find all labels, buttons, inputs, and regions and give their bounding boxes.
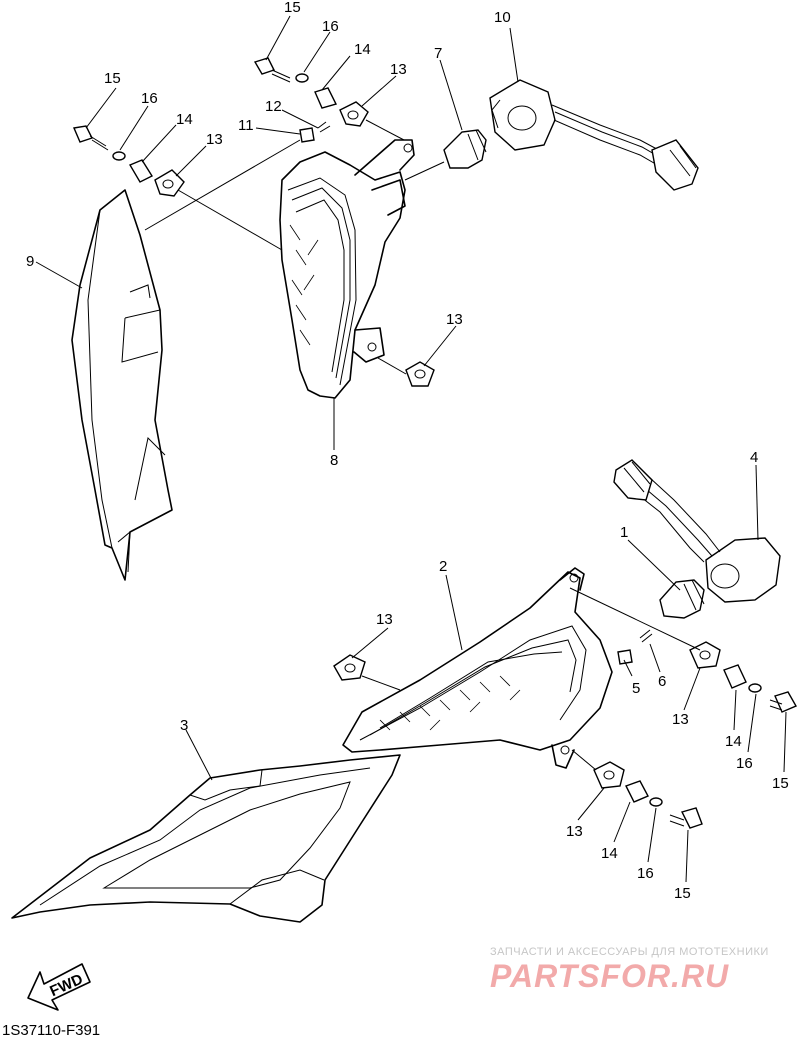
callout-13: 13 (206, 131, 223, 148)
reference-code: 1S37110-F391 (2, 1022, 101, 1039)
callout-14: 14 (601, 845, 618, 862)
callout-15: 15 (674, 885, 691, 902)
part-1-bulb (659, 579, 705, 619)
callout-13: 13 (672, 711, 689, 728)
callout-14: 14 (725, 733, 742, 750)
part-4-socket-cord (613, 459, 781, 603)
callout-10: 10 (494, 9, 511, 26)
callout-16: 16 (322, 18, 339, 35)
callout-7: 7 (434, 45, 442, 62)
callout-16: 16 (736, 755, 753, 772)
callout-1: 1 (620, 524, 628, 541)
lower-fasteners (333, 629, 797, 829)
callout-9: 9 (26, 253, 34, 270)
watermark-tagline: ЗАПЧАСТИ И АКСЕССУАРЫ ДЛЯ МОТОТЕХНИКИ (490, 946, 769, 958)
callout-5: 5 (632, 680, 640, 697)
callout-12: 12 (265, 98, 282, 115)
callout-labels: 15 16 14 13 10 7 15 16 14 13 12 11 9 13 … (26, 0, 789, 902)
part-3-lower-cover (11, 754, 401, 923)
part-2-turn-signal-lower (342, 567, 613, 769)
callout-4: 4 (750, 449, 758, 466)
fwd-arrow: FWD (27, 963, 91, 1011)
part-9-side-cover (71, 189, 173, 581)
callout-15: 15 (104, 70, 121, 87)
callout-6: 6 (658, 673, 666, 690)
part-10-socket-cord (489, 79, 699, 191)
part-8-turn-signal-upper (279, 139, 415, 399)
callout-16: 16 (637, 865, 654, 882)
upper-fasteners (73, 57, 435, 387)
callout-13: 13 (566, 823, 583, 840)
lower-leader-lines (185, 464, 787, 883)
callout-16: 16 (141, 90, 158, 107)
callout-13: 13 (376, 611, 393, 628)
callout-11: 11 (238, 117, 254, 134)
part-7-bulb (443, 129, 487, 169)
callout-13: 13 (446, 311, 463, 328)
upper-leader-lines (35, 15, 519, 450)
callout-13: 13 (390, 61, 407, 78)
callout-14: 14 (176, 111, 193, 128)
callout-3: 3 (180, 717, 188, 734)
watermark-brand: PARTSFOR.RU (490, 958, 730, 994)
fwd-label: FWD (47, 971, 85, 1000)
callout-8: 8 (330, 452, 338, 469)
callout-2: 2 (439, 558, 447, 575)
callout-15: 15 (772, 775, 789, 792)
callout-15: 15 (284, 0, 301, 16)
callout-14: 14 (354, 41, 371, 58)
